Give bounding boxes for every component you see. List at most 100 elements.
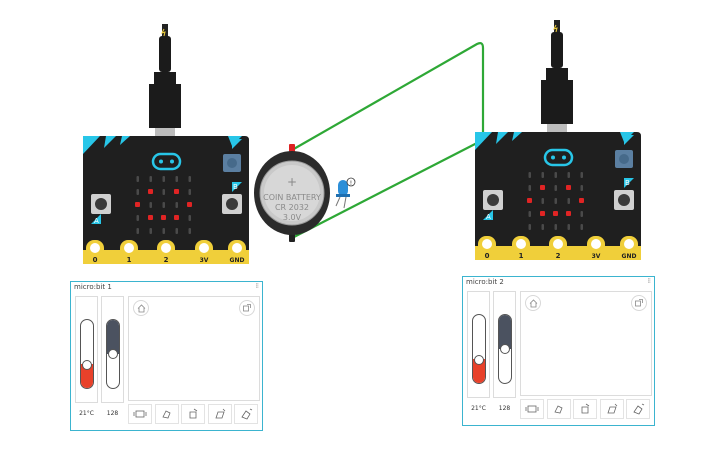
tilt-right-button[interactable] (573, 399, 597, 419)
battery-plus: + (287, 175, 297, 189)
battery-label-line-2: CR 2032 (275, 203, 309, 212)
tilt-right-button[interactable] (181, 404, 205, 424)
led-off (528, 185, 531, 191)
pin-hole (199, 243, 209, 253)
led-off (188, 215, 191, 221)
led-off (136, 176, 139, 182)
led-off (528, 224, 531, 230)
led-on (187, 202, 192, 207)
pin-label: 2 (164, 256, 169, 264)
drag-handle-icon[interactable]: ⁞⁞ (647, 277, 652, 285)
pin-hole (553, 239, 563, 249)
led-off (175, 176, 178, 182)
temperature-fill (473, 359, 485, 383)
display-area (520, 291, 652, 396)
button-ab[interactable] (223, 139, 242, 172)
gesture-bar (520, 399, 652, 419)
led-off (188, 189, 191, 195)
screen-up-icon (606, 403, 617, 414)
panel-title: micro:bit 1 (74, 283, 112, 291)
rotate-icon (243, 304, 251, 312)
led-off (528, 172, 531, 178)
pin-label: GND (230, 257, 245, 264)
led-off (188, 176, 191, 182)
screen-down-icon (241, 408, 253, 420)
tilt-left-button[interactable] (154, 404, 179, 424)
temperature-knob[interactable] (474, 355, 484, 365)
screen-up-button[interactable] (207, 404, 232, 424)
led-on (553, 211, 558, 216)
led-off (554, 185, 557, 191)
home-button[interactable] (525, 295, 541, 311)
led-matrix (527, 172, 584, 230)
rotate-button[interactable] (631, 295, 647, 311)
led-off (541, 172, 544, 178)
tilt-left-button[interactable] (546, 399, 571, 419)
led-off (567, 224, 570, 230)
button-a[interactable]: A (483, 190, 503, 221)
led-off (528, 211, 531, 217)
led-off (162, 176, 165, 182)
pin-label: 3V (200, 257, 209, 264)
wire-bottom[interactable] (290, 141, 479, 240)
led-on (540, 185, 545, 190)
temperature-knob[interactable] (82, 360, 92, 370)
board-body (83, 136, 249, 264)
temperature-slider[interactable] (472, 314, 486, 384)
temperature-slider[interactable] (80, 319, 94, 389)
tilt-left-icon (553, 405, 563, 414)
screen-down-button[interactable] (626, 399, 650, 419)
led-on (174, 215, 179, 220)
led-on (540, 211, 545, 216)
shake-button[interactable] (520, 399, 544, 419)
pin-label: 0 (485, 252, 490, 260)
button-b[interactable]: B (222, 182, 242, 214)
led-off (554, 224, 557, 230)
pin-hole (161, 243, 171, 253)
led-off (541, 224, 544, 230)
button-b-label: B (625, 179, 630, 187)
simulator-panel-2: micro:bit 2 ⁞⁞ 21°C 128 (462, 276, 655, 426)
tilt-right-icon (189, 408, 198, 419)
blue-led[interactable]: ! (335, 177, 356, 209)
pin-hole (624, 239, 634, 249)
led-on (148, 189, 153, 194)
led-off (175, 202, 178, 208)
light-fill (499, 315, 511, 349)
screen-up-button[interactable] (599, 399, 624, 419)
light-knob[interactable] (108, 349, 118, 359)
shake-icon (525, 405, 539, 413)
button-b[interactable]: B (614, 178, 634, 210)
board-accent-left (83, 136, 130, 154)
rotate-icon (635, 299, 643, 307)
light-knob[interactable] (500, 344, 510, 354)
led-off (554, 198, 557, 204)
coin-battery[interactable]: + COIN BATTERY CR 2032 3.0V ! (250, 138, 360, 258)
pin-label: 1 (127, 256, 132, 264)
rotate-button[interactable] (239, 300, 255, 316)
led-on (161, 215, 166, 220)
drag-handle-icon[interactable]: ⁞⁞ (255, 282, 260, 290)
led-matrix (135, 176, 192, 234)
shake-button[interactable] (128, 404, 152, 424)
button-a-label: A (94, 217, 99, 225)
pin-label: 3V (592, 253, 601, 260)
led-on (566, 185, 571, 190)
button-a[interactable]: A (91, 194, 111, 225)
led-off (136, 215, 139, 221)
usb-cable-icon (541, 20, 573, 134)
pin-label: GND (622, 253, 637, 260)
pin-hole (90, 243, 100, 253)
screen-down-button[interactable] (234, 404, 258, 424)
led-off (136, 189, 139, 195)
led-off (136, 228, 139, 234)
led-status-icon[interactable] (346, 177, 356, 187)
home-button[interactable] (133, 300, 149, 316)
wire-top[interactable] (290, 42, 485, 152)
button-ab[interactable] (615, 135, 634, 168)
